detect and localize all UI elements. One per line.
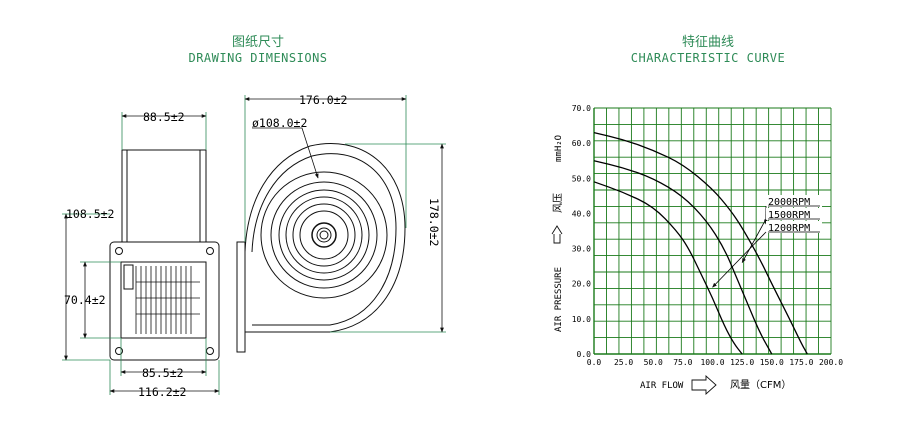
curve-header: 特征曲线 CHARACTERISTIC CURVE: [598, 35, 818, 66]
x-axis-label-en: AIR FLOW: [640, 381, 684, 391]
curve-title-en: CHARACTERISTIC CURVE: [630, 51, 786, 66]
scroll-housing: [244, 142, 406, 333]
drawing-header: 图纸尺寸 DRAWING DIMENSIONS: [158, 35, 358, 66]
y-tick-label: 70.0: [572, 104, 591, 113]
x-axis-label-cn: 风量（CFM）: [730, 379, 791, 391]
front-plate: [109, 241, 220, 361]
x-tick-label: 0.0: [587, 358, 602, 367]
dim-height-side: 108.5±2: [66, 207, 114, 221]
chart-axis-labels: AIR PRESSURE 风压 mmH₂O AIR FLOW 风量（CFM）: [551, 135, 791, 396]
y-axis-arrow-icon: [551, 225, 563, 244]
impeller-blades: [135, 266, 200, 334]
dim-overall-height: 178.0±2: [427, 198, 441, 246]
legend-bg: [766, 208, 822, 220]
legend-leader: [712, 231, 767, 288]
outlet-flange: [236, 241, 246, 353]
y-tick-label: 0.0: [577, 350, 592, 359]
legend-label-2000rpm: 2000RPM: [768, 197, 810, 208]
legend-bg: [766, 195, 822, 207]
curve-title-cn: 特征曲线: [681, 35, 734, 50]
y-axis-unit: mmH₂O: [554, 135, 564, 162]
x-tick-label: 75.0: [673, 358, 692, 367]
legend-bg: [766, 221, 822, 233]
y-tick-label: 40.0: [572, 209, 591, 218]
side-view: [236, 95, 446, 353]
dim-inner-height: 70.4±2: [64, 293, 106, 307]
y-tick-label: 10.0: [572, 315, 591, 324]
label-plate: [123, 264, 134, 290]
x-tick-label: 175.0: [789, 358, 813, 367]
dim-top-width: 88.5±2: [143, 110, 185, 124]
dim-wheel-dia: ø108.0±2: [252, 116, 307, 130]
x-tick-label: 150.0: [760, 358, 784, 367]
y-axis-label-cn: 风压: [552, 193, 564, 213]
front-view: [62, 112, 220, 395]
x-tick-label: 100.0: [700, 358, 724, 367]
housing-top-box: [121, 149, 207, 243]
drawing-title-cn: 图纸尺寸: [231, 35, 284, 50]
legend-label-1500rpm: 1500RPM: [768, 210, 810, 221]
y-axis-label-en: AIR PRESSURE: [554, 267, 564, 332]
x-tick-label: 125.0: [730, 358, 754, 367]
dim-overall-width: 176.0±2: [299, 93, 347, 107]
dim-outlet-inner: 85.5±2: [142, 366, 184, 380]
curve-1500rpm: [593, 160, 773, 355]
curve-2000rpm: [593, 131, 808, 355]
legend-leader: [741, 218, 767, 264]
x-tick-label: 200.0: [819, 358, 843, 367]
y-tick-label: 30.0: [572, 245, 591, 254]
dim-outlet-outer: 116.2±2: [138, 385, 186, 399]
y-tick-label: 20.0: [572, 280, 591, 289]
curve-1200rpm: [593, 181, 743, 355]
outlet-opening: [120, 261, 207, 339]
drawing-title-en: DRAWING DIMENSIONS: [188, 51, 328, 66]
legend-label-1200rpm: 1200RPM: [768, 223, 810, 234]
x-tick-label: 25.0: [614, 358, 633, 367]
scroll-inner: [251, 153, 397, 326]
y-tick-label: 50.0: [572, 174, 591, 183]
hub: [311, 222, 337, 248]
x-axis-arrow-icon: [691, 374, 717, 396]
x-tick-label: 50.0: [644, 358, 663, 367]
characteristic-chart: 0.0 10.0 20.0 30.0 40.0 50.0 60.0 70.0 0.0 25.0 50…: [572, 104, 843, 367]
ring-outer: [260, 171, 388, 299]
y-tick-label: 60.0: [572, 139, 591, 148]
